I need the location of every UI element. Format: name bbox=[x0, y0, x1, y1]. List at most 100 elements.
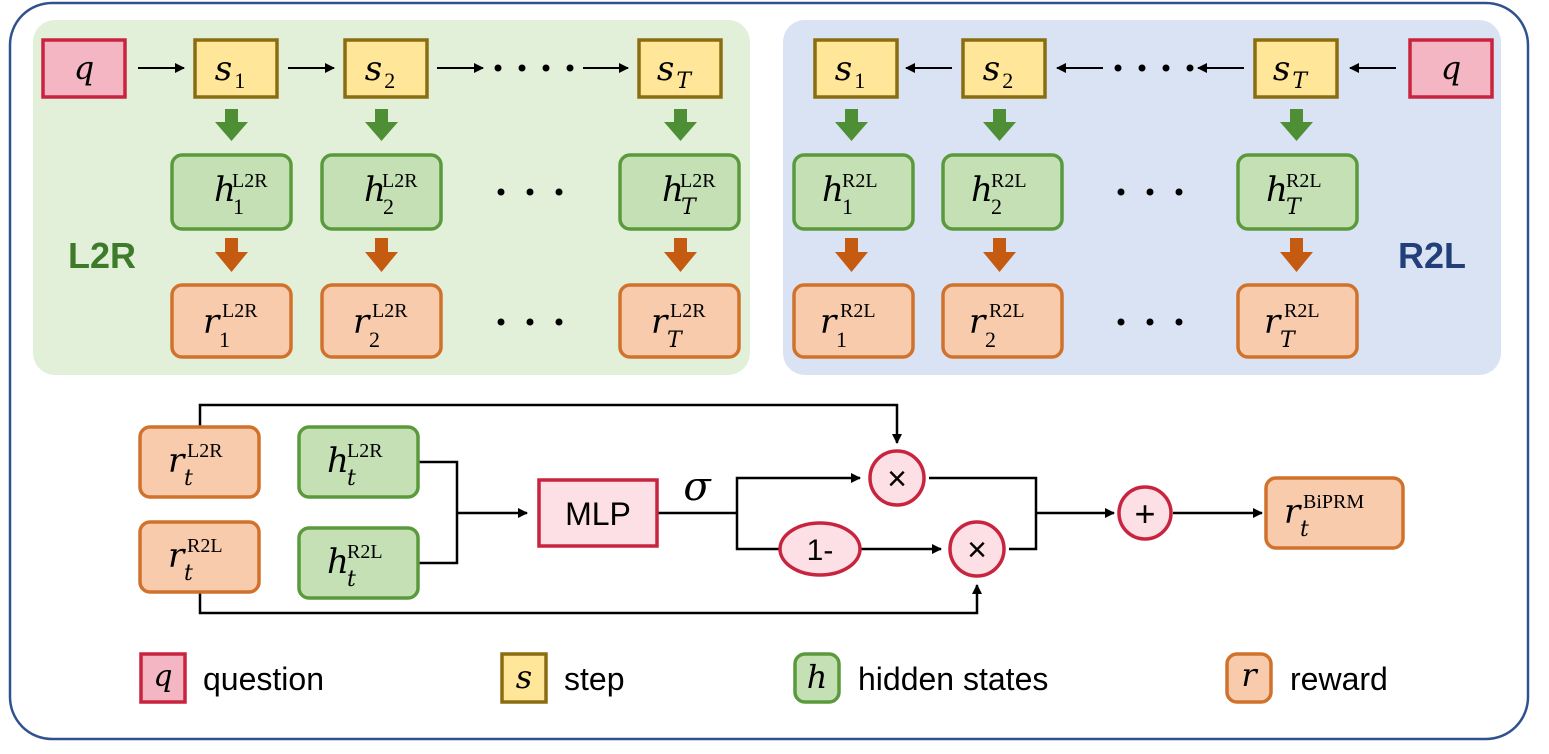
l2r-reward-T-sub: T bbox=[667, 328, 684, 353]
l2r-hidden-1-base: h bbox=[214, 170, 236, 210]
r2l-orange-arrow-1 bbox=[835, 238, 868, 272]
svg-text:s1: s1 bbox=[215, 49, 245, 93]
output-reward-base: r bbox=[1284, 492, 1302, 532]
connector-h-l2r-to-mlp bbox=[418, 460, 459, 513]
multiply-node-bottom: × bbox=[948, 520, 1006, 578]
plus-node: + bbox=[1117, 485, 1173, 541]
r2l-step-T: sT bbox=[1253, 38, 1339, 99]
multiply-bottom-symbol: × bbox=[967, 531, 987, 569]
one-minus-node: 1- bbox=[778, 521, 862, 577]
svg-text:h: h bbox=[662, 170, 684, 210]
r2l-hidden-T-sub: T bbox=[1286, 195, 1303, 220]
l2r-reward-1-sup: L2R bbox=[222, 300, 258, 322]
fusion-r-r2l-sup: R2L bbox=[187, 535, 223, 557]
r2l-hidden-1: h R2L 1 bbox=[792, 153, 915, 231]
svg-text:h: h bbox=[214, 170, 236, 210]
svg-text:r: r bbox=[820, 302, 838, 342]
legend: q question s step h hidden states r rewa… bbox=[139, 652, 1388, 704]
svg-text:h: h bbox=[327, 542, 349, 582]
legend-step-label: step bbox=[564, 661, 624, 697]
svg-text:r: r bbox=[203, 302, 221, 342]
r2l-step-1-base: s bbox=[835, 49, 852, 89]
legend-step-symbol: s bbox=[516, 658, 532, 696]
l2r-hidden-ellipsis bbox=[497, 188, 563, 196]
l2r-hidden-2-base: h bbox=[364, 170, 386, 210]
l2r-label: L2R bbox=[68, 235, 136, 276]
r2l-question-box: q bbox=[1408, 38, 1494, 99]
svg-text:sT: sT bbox=[1273, 49, 1309, 94]
l2r-hidden-T-sub: T bbox=[681, 195, 698, 220]
r2l-green-arrow-2 bbox=[983, 109, 1016, 141]
r2l-reward-2-sub: 2 bbox=[985, 327, 996, 352]
l2r-step-T: sT bbox=[637, 38, 723, 99]
l2r-orange-arrow-1 bbox=[215, 238, 248, 272]
connector-r-r2l-to-times-bottom bbox=[198, 584, 982, 615]
svg-text:r: r bbox=[168, 536, 186, 576]
legend-reward-symbol: r bbox=[1241, 656, 1258, 694]
r2l-step-2-sub: 2 bbox=[1002, 68, 1013, 93]
r2l-hidden-T: h R2L T bbox=[1236, 153, 1359, 231]
svg-text:sT: sT bbox=[657, 49, 693, 94]
r2l-reward-1: r R2L 1 bbox=[792, 283, 915, 359]
r2l-reward-1-base: r bbox=[820, 302, 838, 342]
r2l-reward-T: r R2L T bbox=[1236, 283, 1359, 359]
r2l-reward-T-base: r bbox=[1264, 302, 1282, 342]
r2l-hidden-T-base: h bbox=[1266, 170, 1288, 210]
legend-item-hidden: h hidden states bbox=[793, 652, 1048, 704]
l2r-step-ellipsis bbox=[494, 64, 574, 72]
connector-times-bottom-out bbox=[1009, 513, 1038, 551]
l2r-hidden-2: h L2R 2 bbox=[320, 153, 443, 231]
one-minus-label: 1- bbox=[807, 534, 834, 567]
multiply-top-symbol: × bbox=[887, 460, 907, 498]
l2r-reward-1: r L2R 1 bbox=[170, 283, 293, 359]
l2r-orange-arrow-T bbox=[664, 238, 697, 272]
r2l-reward-1-sup: R2L bbox=[840, 300, 876, 322]
l2r-question-symbol: q bbox=[74, 49, 94, 87]
r2l-step-T-base: s bbox=[1273, 49, 1290, 89]
fusion-connectors bbox=[198, 403, 1263, 615]
fusion-r-l2r-sup: L2R bbox=[187, 440, 223, 462]
fusion-h-l2r-base: h bbox=[327, 441, 349, 481]
r2l-reward-2-sup: R2L bbox=[989, 300, 1025, 322]
l2r-hidden-T-sup: L2R bbox=[680, 170, 716, 192]
svg-text:s2: s2 bbox=[365, 49, 395, 93]
r2l-reward-T-sub: T bbox=[1280, 328, 1297, 353]
l2r-reward-2-base: r bbox=[353, 302, 371, 342]
r2l-hidden-2-base: h bbox=[971, 170, 993, 210]
svg-text:r: r bbox=[353, 302, 371, 342]
r2l-hidden-1-sup: R2L bbox=[842, 170, 878, 192]
svg-text:s2: s2 bbox=[983, 49, 1013, 93]
connector-sigma-to-one-minus bbox=[735, 513, 780, 551]
fusion-r-l2r: r L2R t bbox=[138, 425, 261, 499]
svg-text:r: r bbox=[1284, 492, 1302, 532]
l2r-hidden-2-sub: 2 bbox=[383, 194, 394, 219]
connector-r-l2r-to-times-top bbox=[198, 403, 902, 444]
plus-symbol: + bbox=[1134, 493, 1155, 534]
legend-question-label: question bbox=[203, 661, 324, 697]
l2r-hidden-T-base: h bbox=[662, 170, 684, 210]
l2r-step-1: s1 bbox=[193, 38, 279, 99]
mlp-box: MLP bbox=[537, 478, 659, 548]
fusion-r-l2r-sub: t bbox=[184, 466, 193, 491]
l2r-reward-1-sub: 1 bbox=[219, 327, 230, 352]
svg-text:s1: s1 bbox=[835, 49, 865, 93]
legend-item-question: q question bbox=[139, 652, 324, 704]
r2l-label: R2L bbox=[1398, 235, 1466, 276]
fusion-h-r2l-sup: R2L bbox=[347, 541, 383, 563]
r2l-step-2-base: s bbox=[983, 49, 1000, 89]
fusion-r-r2l-base: r bbox=[168, 536, 186, 576]
fusion-h-r2l: h R2L t bbox=[297, 526, 420, 600]
mlp-label: MLP bbox=[565, 496, 631, 532]
l2r-hidden-2-sup: L2R bbox=[382, 170, 418, 192]
fusion-h-l2r-sup: L2R bbox=[347, 440, 383, 462]
fusion-h-r2l-base: h bbox=[327, 542, 349, 582]
legend-item-step: s step bbox=[500, 652, 624, 704]
connector-h-r2l-to-mlp bbox=[418, 513, 459, 565]
l2r-green-arrow-2 bbox=[365, 109, 398, 141]
svg-text:r: r bbox=[651, 302, 669, 342]
r2l-green-arrow-1 bbox=[835, 109, 868, 141]
r2l-hidden-2-sub: 2 bbox=[991, 194, 1002, 219]
svg-text:r: r bbox=[969, 302, 987, 342]
l2r-step-T-sub: T bbox=[676, 69, 693, 94]
